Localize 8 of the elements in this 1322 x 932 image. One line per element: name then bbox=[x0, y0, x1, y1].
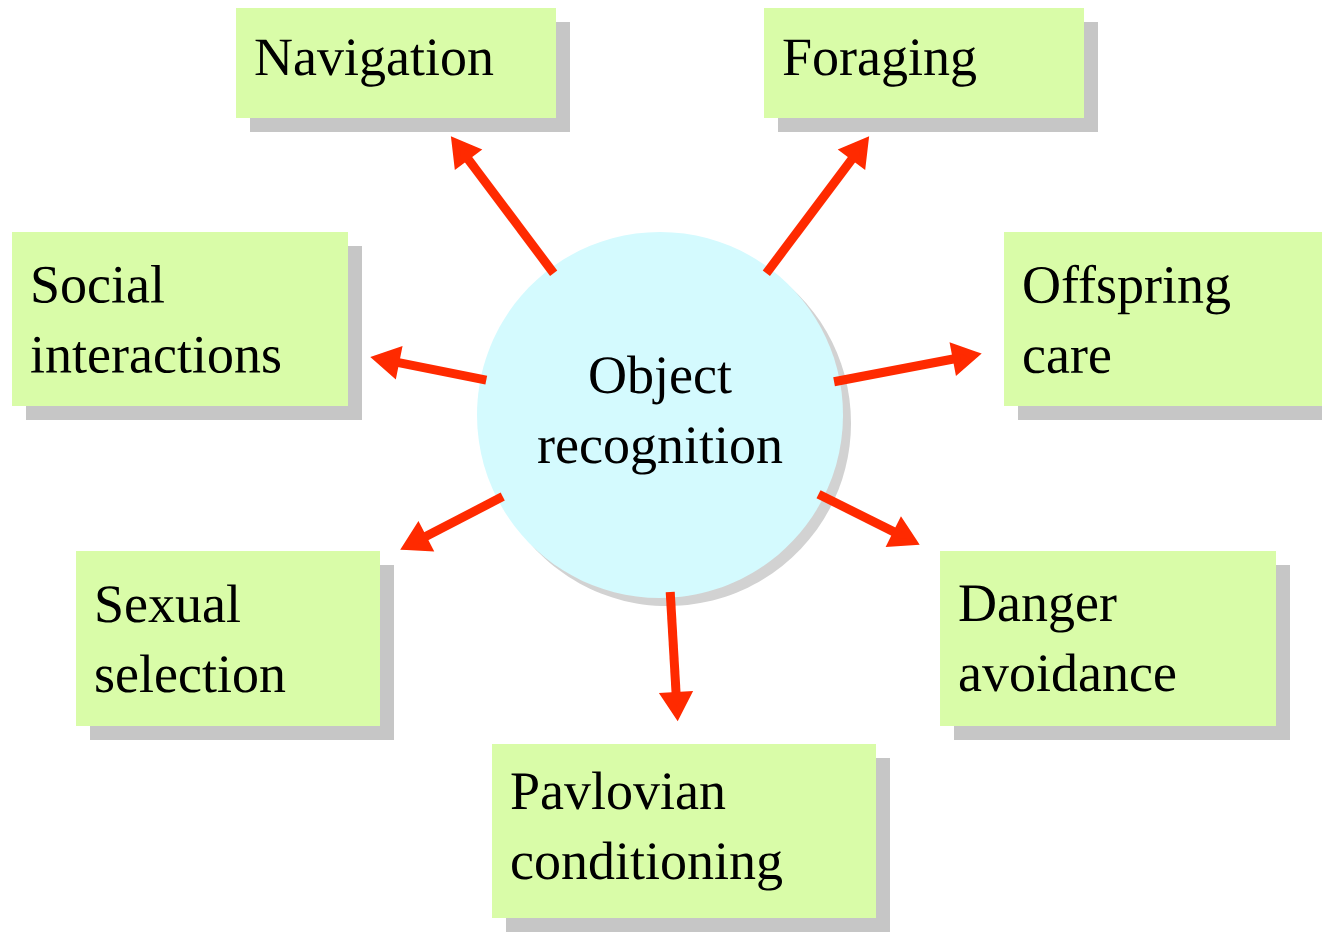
text-box: Social interactions bbox=[12, 232, 362, 420]
text-box: Sexual selection bbox=[76, 551, 394, 740]
circle-node: Object recognition bbox=[477, 232, 851, 606]
text-box: Foraging bbox=[764, 8, 1098, 132]
text-box: Offspring care bbox=[1004, 232, 1322, 420]
text-box: Pavlovian conditioning bbox=[492, 744, 890, 932]
text-box: Danger avoidance bbox=[940, 551, 1290, 740]
text-box: Navigation bbox=[236, 8, 570, 132]
